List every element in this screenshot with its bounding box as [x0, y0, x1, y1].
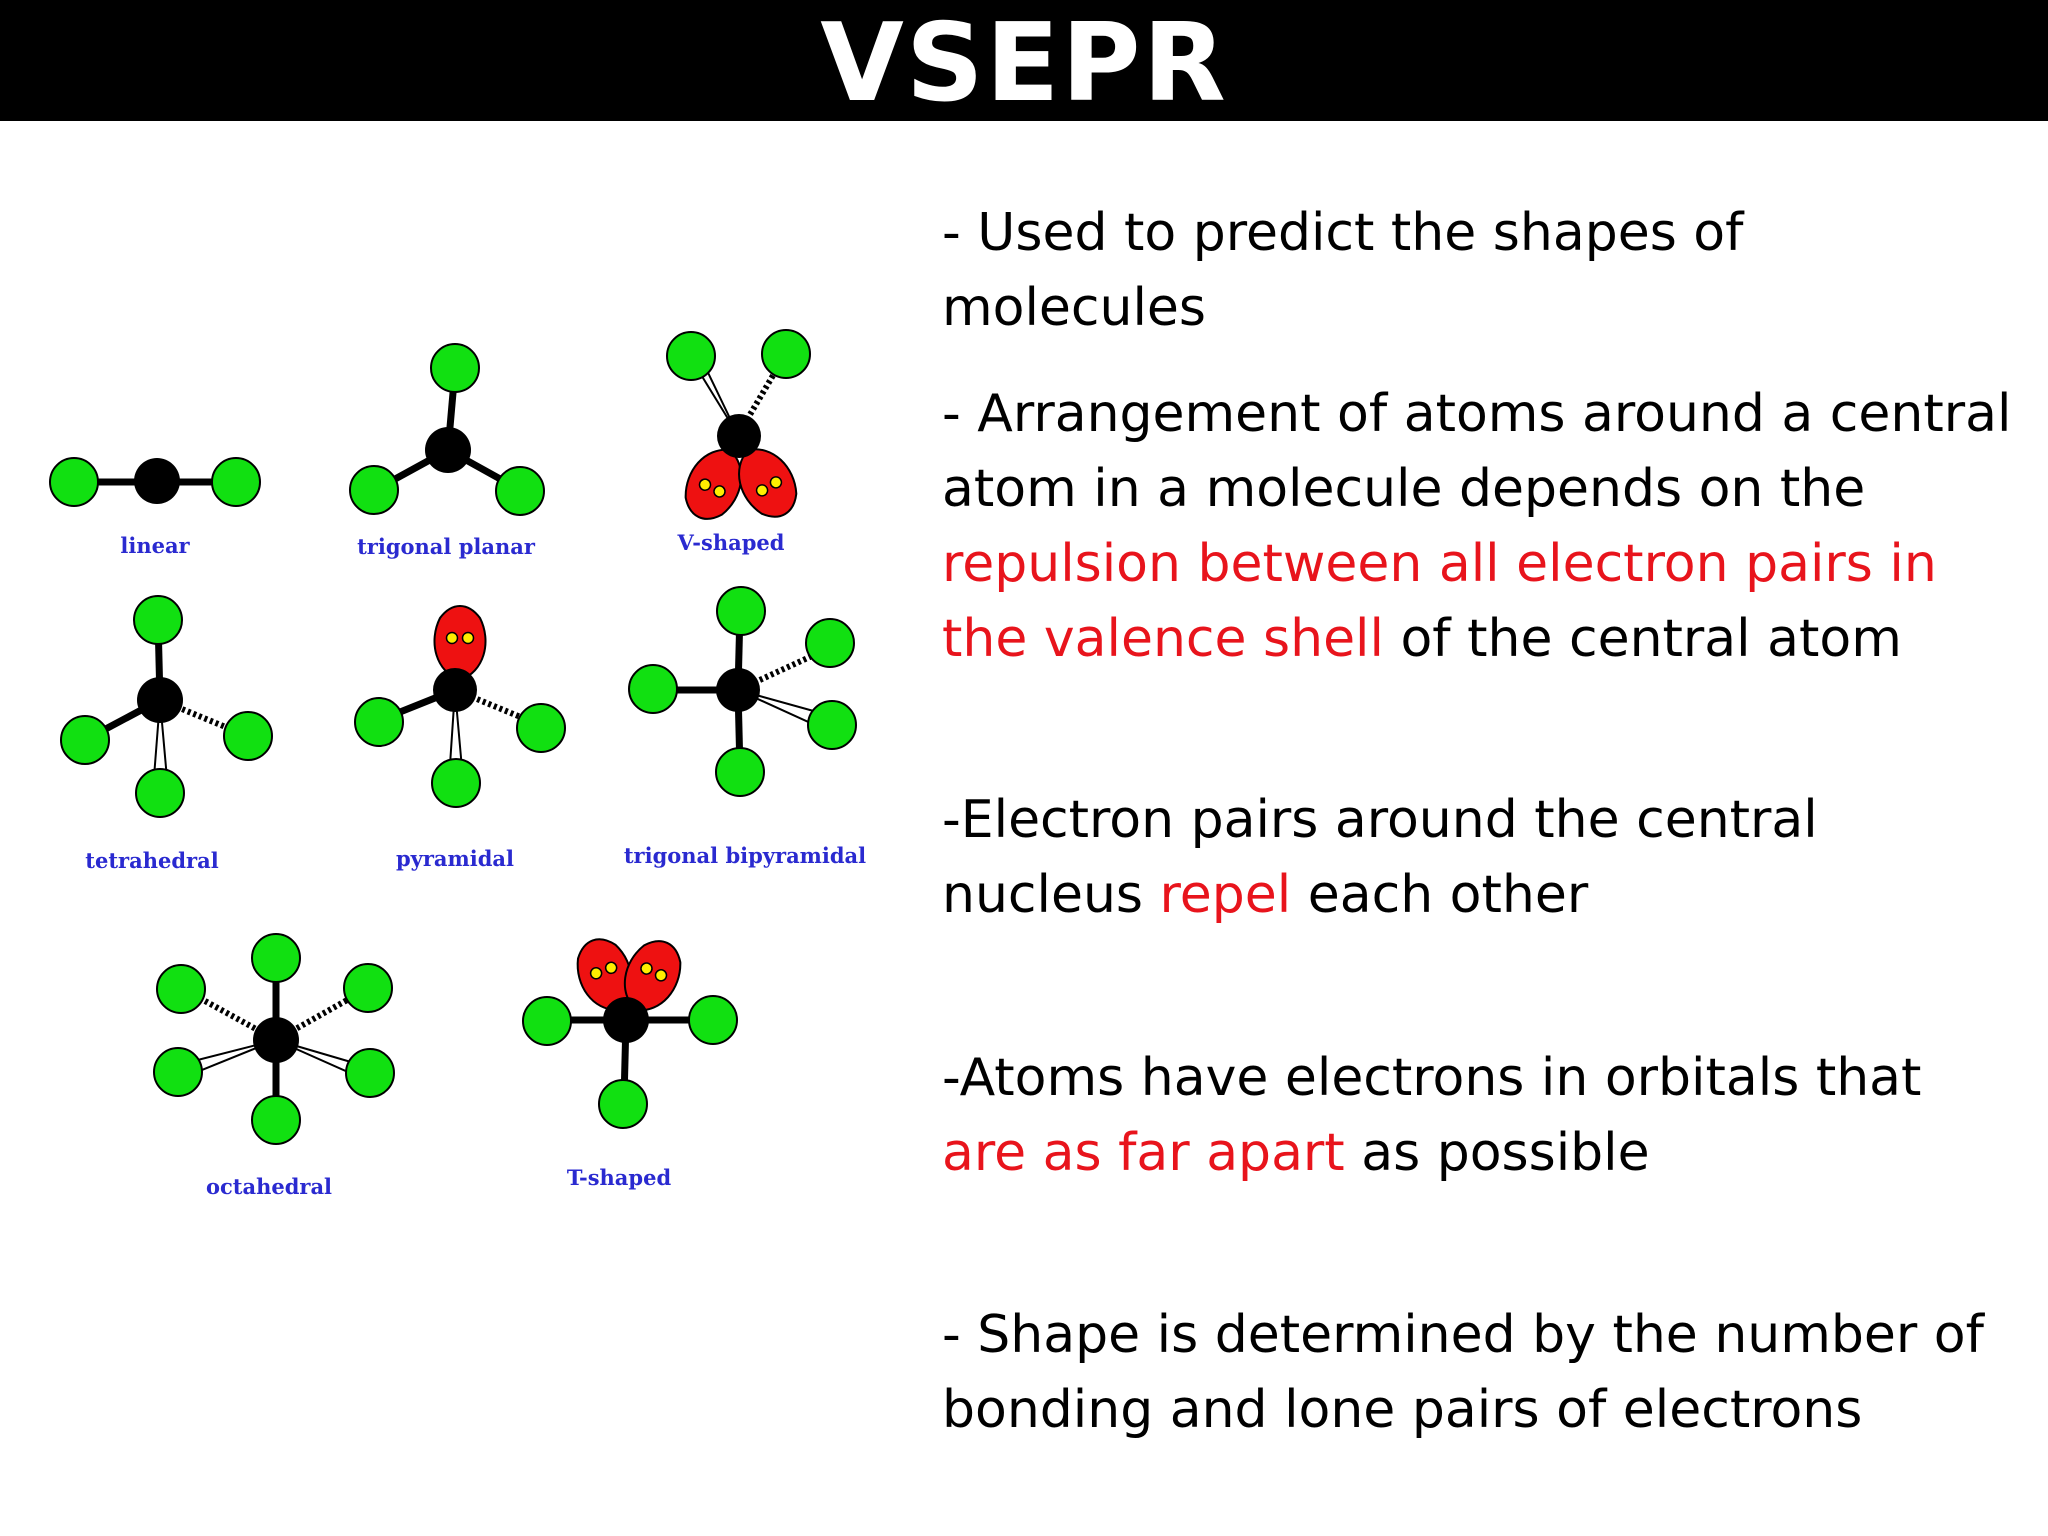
slide-title: VSEPR: [820, 0, 1228, 126]
molecule-trigonal-bipyramidal: trigonal bipyramidal: [624, 586, 866, 868]
bullet-text: - Shape is determined by the number of b…: [942, 1305, 1984, 1440]
bullet-highlight: repulsion between all electron pairs in …: [942, 534, 1937, 669]
molecule-label: T-shaped: [567, 1165, 672, 1190]
molecule-octahedral: octahedral: [153, 933, 395, 1199]
bullet-text: each other: [1291, 865, 1589, 925]
bullet-item: - Used to predict the shapes of molecule…: [942, 196, 2022, 346]
bullet-text: -Electron pairs around the central nucle…: [942, 790, 1818, 925]
bullet-text: as possible: [1344, 1123, 1650, 1183]
bullet-text: -Atoms have electrons in orbitals that: [942, 1048, 1922, 1108]
molecule-t-shaped: T-shaped: [522, 930, 738, 1190]
bullet-item: -Atoms have electrons in orbitals that a…: [942, 1041, 2022, 1191]
molecule-tetrahedral: tetrahedral: [60, 595, 273, 873]
molecule-label: trigonal planar: [357, 534, 536, 559]
molecule-label: trigonal bipyramidal: [624, 843, 866, 868]
molecule-label: pyramidal: [396, 846, 514, 871]
bullet-text: - Arrangement of atoms around a central …: [942, 384, 2012, 519]
bullet-highlight: are as far apart: [942, 1123, 1345, 1183]
molecule-v-shaped: V-shaped: [666, 329, 811, 555]
bullet-highlight: repel: [1159, 865, 1292, 925]
vsepr-shapes-diagram: linear trigonal planar V-shaped tetrahed…: [49, 329, 866, 1199]
bullet-item: -Electron pairs around the central nucle…: [942, 783, 2022, 933]
bullet-item: - Shape is determined by the number of b…: [942, 1298, 2022, 1448]
title-bar: VSEPR: [0, 0, 2048, 121]
molecule-trigonal-planar: trigonal planar: [349, 343, 545, 559]
bullet-text: - Used to predict the shapes of molecule…: [942, 203, 1744, 338]
molecule-label: V-shaped: [677, 530, 785, 555]
molecule-label: tetrahedral: [85, 848, 218, 873]
molecule-label: linear: [120, 533, 190, 558]
molecule-linear: linear: [49, 457, 261, 558]
bullet-item: - Arrangement of atoms around a central …: [942, 377, 2022, 677]
bullet-text: of the central atom: [1383, 609, 1902, 669]
molecule-pyramidal: pyramidal: [354, 605, 566, 871]
molecule-label: octahedral: [206, 1174, 332, 1199]
